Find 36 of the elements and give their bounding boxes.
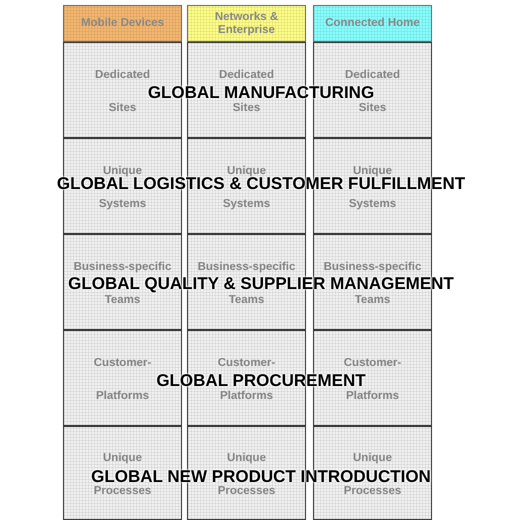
column-header — [187, 5, 306, 42]
faded-text: Unique — [226, 164, 267, 177]
faded-text: Business-specific — [72, 260, 172, 274]
faded-text: Sites — [358, 102, 388, 116]
faded-text: Teams — [104, 294, 142, 308]
faded-text: Customer- — [92, 356, 152, 370]
faded-text: Unique — [352, 164, 393, 177]
faded-text: Systems — [98, 198, 148, 212]
faded-text: Dedicated — [344, 68, 401, 82]
header-text: Networks & Enterprise — [214, 10, 280, 36]
column-header — [63, 5, 182, 42]
faded-text: Platforms — [344, 390, 400, 404]
faded-text: Processes — [216, 484, 276, 498]
faded-text: Unique — [102, 452, 143, 466]
faded-text: Unique — [226, 452, 267, 466]
faded-text: Platforms — [218, 390, 274, 404]
faded-text: Teams — [228, 294, 266, 308]
faded-text: Teams — [354, 294, 392, 308]
faded-text: Dedicated — [94, 68, 151, 82]
faded-text: Platforms — [94, 390, 150, 404]
faded-text: Customer- — [342, 356, 402, 370]
faded-text: Unique — [102, 164, 143, 177]
faded-text: Unique — [352, 452, 393, 466]
faded-text: Systems — [348, 198, 398, 212]
faded-text: Systems — [222, 198, 272, 212]
header-text: Mobile Devices — [80, 17, 166, 30]
faded-text: Processes — [92, 484, 152, 498]
faded-text: Business-specific — [196, 260, 296, 274]
faded-text: Processes — [342, 484, 402, 498]
faded-text: Sites — [108, 102, 138, 116]
faded-text: Sites — [232, 102, 262, 116]
faded-text: Business-specific — [322, 260, 422, 274]
column-header — [313, 5, 432, 42]
header-text: Connected Home — [324, 17, 421, 30]
faded-text: Customer- — [216, 356, 276, 370]
faded-text: Dedicated — [218, 68, 275, 82]
